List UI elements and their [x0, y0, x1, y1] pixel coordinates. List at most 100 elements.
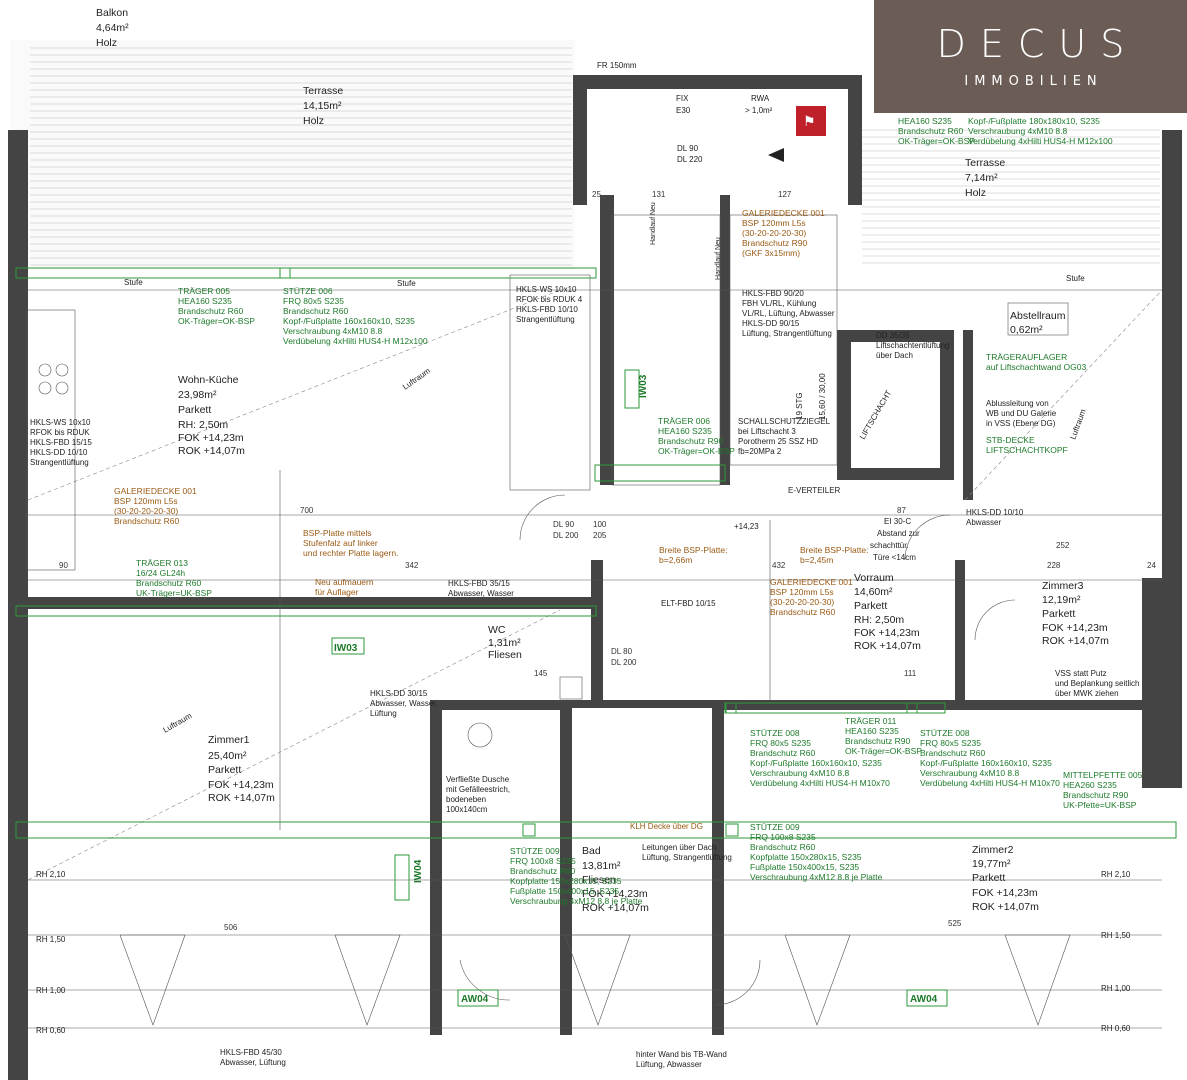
- black-note-line: Strangentlüftung: [30, 458, 89, 467]
- green-note-line: HEA160 S235: [898, 116, 952, 126]
- dimension-label: DL 90: [553, 520, 575, 529]
- room-area: 23,98m²: [178, 389, 217, 401]
- green-note-line: UK-Träger=UK-BSP: [136, 588, 212, 598]
- black-note-line: Lüftung: [370, 709, 397, 718]
- room-name: Terrasse: [303, 85, 343, 97]
- room-floor: Parkett: [854, 600, 887, 612]
- green-note-line: Verschraubung 4xM10 8.8: [283, 326, 383, 336]
- orange-note-line: Breite BSP-Platte:: [800, 545, 869, 555]
- orange-note-line: BSP 120mm L5s: [770, 587, 834, 597]
- room-area: 14,60m²: [854, 586, 893, 598]
- black-note-line: über MWK ziehen: [1055, 689, 1119, 698]
- orange-note-line: Brandschutz R60: [114, 516, 179, 526]
- beam-lines: [15, 267, 1177, 1007]
- orange-note-line: Breite BSP-Platte:: [659, 545, 728, 555]
- room-fok: FOK +14,23m: [972, 887, 1038, 899]
- black-note-line: HKLS-DD 90/15: [742, 319, 800, 328]
- green-note-line: Verdübelung 4xHilti HUS4-H M12x100: [283, 336, 428, 346]
- black-note-line: HKLS-WS 10x10: [516, 285, 577, 294]
- logo-brand: DECUS: [936, 22, 1139, 66]
- room-fok: FOK +14,23m: [582, 888, 648, 900]
- green-note-line: Brandschutz R60: [283, 306, 348, 316]
- rh-level-left: RH 0,60: [36, 1026, 66, 1035]
- orange-note-line: GALERIEDECKE 001: [114, 486, 197, 496]
- green-note-line: Kopf-/Fußplatte 160x160x10, S235: [920, 758, 1052, 768]
- black-note-line: VL/RL, Lüftung, Abwasser: [742, 309, 835, 318]
- orange-note-line: Stufenfalz auf linker: [303, 538, 378, 548]
- black-note-line: 100x140cm: [446, 805, 488, 814]
- room-floor: Holz: [303, 115, 324, 127]
- green-note-line: TRÄGER 013: [136, 558, 188, 568]
- dimension-label: 205: [593, 531, 607, 540]
- green-note-line: TRÄGER 006: [658, 416, 710, 426]
- green-note-line: STÜTZE 006: [283, 286, 333, 296]
- orange-note-line: GALERIEDECKE 001: [742, 208, 825, 218]
- note-handlauf: Handlauf Neu: [650, 202, 657, 245]
- note-dl90: DL 90: [677, 144, 699, 153]
- room-area: 19,77m²: [972, 858, 1011, 870]
- wall-tag: IW03: [638, 374, 649, 398]
- green-note-line: Verdübelung 4xHilti HUS4-H M10x70: [750, 778, 890, 788]
- note-e-verteiler: E-VERTEILER: [788, 486, 841, 495]
- green-note-line: Kopf-/Fußplatte 160x160x10, S235: [750, 758, 882, 768]
- green-note-line: Kopf-/Fußplatte 180x180x10, S235: [968, 116, 1100, 126]
- orange-note-line: b=2,45m: [800, 555, 833, 565]
- room-name: Zimmer2: [972, 844, 1014, 856]
- room-balkon: Balkon 4,64m² Holz: [96, 7, 129, 49]
- black-note-line: HKLS-DD 30/15: [370, 689, 428, 698]
- dimension-label: 131: [652, 190, 666, 199]
- note-ei30: EI 30-C: [884, 517, 911, 526]
- room-bad: Bad 13,81m² Fliesen FOK +14,23m ROK +14,…: [582, 845, 649, 914]
- green-note-line: STB-DECKE: [986, 435, 1035, 445]
- green-note-line: FRQ 80x5 S235: [920, 738, 981, 748]
- room-terrasse2: Terrasse 7,14m² Holz: [965, 157, 1005, 199]
- wall-tag: AW04: [461, 994, 489, 1005]
- room-floor: Parkett: [178, 404, 211, 416]
- dimension-label: 342: [405, 561, 419, 570]
- dimension-label: DL 200: [611, 658, 637, 667]
- black-note-line: bodeneben: [446, 795, 486, 804]
- room-name: Balkon: [96, 7, 128, 19]
- note-luftraum: Luftraum: [1068, 408, 1087, 441]
- black-note-line: Ablussleitung von: [986, 399, 1049, 408]
- room-area: 13,81m²: [582, 860, 621, 872]
- black-note-line: Abwasser, Wasser,: [370, 699, 438, 708]
- room-fok: FOK +14,23m: [178, 432, 244, 444]
- room-rok: ROK +14,07m: [582, 902, 649, 914]
- green-note-line: FRQ 80x5 S235: [283, 296, 344, 306]
- room-fok: FOK +14,23m: [854, 627, 920, 639]
- dimension-label: 24: [1147, 561, 1156, 570]
- room-name: Terrasse: [965, 157, 1005, 169]
- note-klh: KLH Decke über DG: [630, 822, 703, 831]
- dimension-label: 700: [300, 506, 314, 515]
- green-note-line: Brandschutz R90: [845, 736, 910, 746]
- room-rok: ROK +14,07m: [854, 640, 921, 652]
- room-zimmer1: Zimmer1 25,40m² Parkett FOK +14,23m ROK …: [208, 734, 275, 804]
- note-ei30: schachttür.: [870, 541, 909, 550]
- room-wohnkueche: Wohn-Küche 23,98m² Parkett RH: 2,50m FOK…: [178, 374, 245, 457]
- note-rwa: RWA: [751, 94, 770, 103]
- rh-level-right: RH 2,10: [1101, 870, 1131, 879]
- room-name: Bad: [582, 845, 601, 857]
- rh-level-right: RH 1,50: [1101, 931, 1131, 940]
- orange-note-line: Brandschutz R90: [742, 238, 807, 248]
- room-floor: Holz: [96, 37, 117, 49]
- black-note-line: Abwasser: [966, 518, 1001, 527]
- note-stair: 19 STG: [795, 392, 804, 420]
- green-note-line: Fußplatte 150x400x15, S235: [510, 886, 619, 896]
- black-note-line: RFOK bis RDUK 4: [516, 295, 583, 304]
- rh-level-right: RH 0,60: [1101, 1024, 1131, 1033]
- black-note-line: Liftschachtentlüftung: [876, 341, 949, 350]
- green-note-line: HEA160 S235: [658, 426, 712, 436]
- room-zimmer2: Zimmer2 19,77m² Parkett FOK +14,23m ROK …: [972, 844, 1039, 913]
- dimension-label: 228: [1047, 561, 1061, 570]
- green-note-line: Brandschutz R60: [178, 306, 243, 316]
- black-note-line: SCHALLSCHUTZZIEGEL: [738, 417, 831, 426]
- room-terrasse1: Terrasse 14,15m² Holz: [303, 85, 343, 127]
- note-dl220: DL 220: [677, 155, 703, 164]
- wall-tag: AW04: [910, 994, 938, 1005]
